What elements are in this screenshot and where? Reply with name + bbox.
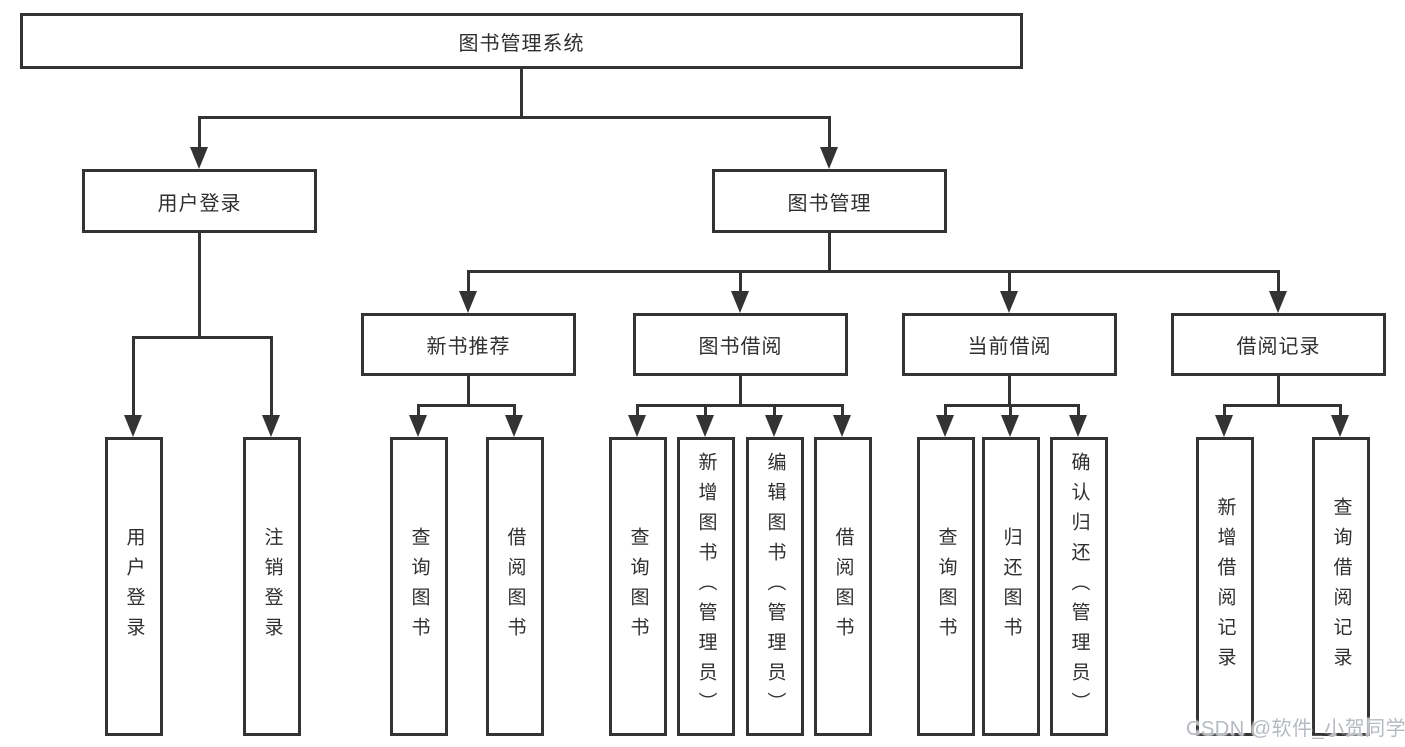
connector-user-login-bar xyxy=(132,336,273,339)
node-br-search: 查询借阅记录 xyxy=(1312,437,1370,736)
node-root-label: 图书管理系统 xyxy=(458,32,585,55)
arrow-to-cb-search xyxy=(936,404,954,437)
node-bb-edit: 编辑图书（管理员） xyxy=(746,437,804,736)
arrow-to-bb-search xyxy=(628,404,646,437)
connector-current-borrow-bar xyxy=(944,404,1080,407)
node-book-mgmt-label: 图书管理 xyxy=(787,192,872,215)
arrow-to-logout xyxy=(262,336,280,437)
node-cb-search: 查询图书 xyxy=(917,437,975,736)
connector-root-stem xyxy=(520,69,523,119)
node-logout-label: 注销登录 xyxy=(261,526,283,647)
node-login-label: 用户登录 xyxy=(123,526,145,647)
node-new-books-label: 新书推荐 xyxy=(426,336,511,358)
arrow-to-br-search xyxy=(1331,404,1349,437)
node-bb-edit-label: 编辑图书（管理员） xyxy=(764,451,786,722)
node-cb-return: 归还图书 xyxy=(982,437,1040,736)
csdn-watermark: CSDN @软件_小贺同学 xyxy=(1186,718,1405,740)
node-br-add: 新增借阅记录 xyxy=(1196,437,1254,736)
connector-book-mgmt-bar xyxy=(467,270,1280,273)
node-bb-add: 新增图书（管理员） xyxy=(677,437,735,736)
node-bb-borrow-label: 借阅图书 xyxy=(832,526,854,647)
node-bb-borrow: 借阅图书 xyxy=(814,437,872,736)
node-borrow-records: 借阅记录 xyxy=(1171,313,1386,376)
arrow-to-cb-return xyxy=(1001,404,1019,437)
node-nb-search: 查询图书 xyxy=(390,437,448,736)
arrow-to-new-books xyxy=(459,270,477,313)
connector-book-borrow-bar xyxy=(636,404,844,407)
node-book-mgmt: 图书管理 xyxy=(712,169,947,233)
connector-new-books-bar xyxy=(417,404,516,407)
node-br-search-label: 查询借阅记录 xyxy=(1330,496,1352,677)
arrow-to-current-borrow xyxy=(1000,270,1018,313)
connector-user-login-stem xyxy=(198,233,201,339)
arrow-to-cb-confirm xyxy=(1069,404,1087,437)
arrow-to-book-mgmt xyxy=(820,116,838,169)
node-book-borrow: 图书借阅 xyxy=(633,313,848,376)
node-nb-borrow: 借阅图书 xyxy=(486,437,544,736)
connector-book-mgmt-stem xyxy=(828,233,831,273)
node-logout: 注销登录 xyxy=(243,437,301,736)
connector-current-borrow-stem xyxy=(1008,376,1011,407)
arrow-to-bb-edit xyxy=(765,404,783,437)
arrow-to-user-login xyxy=(190,116,208,169)
node-current-borrow: 当前借阅 xyxy=(902,313,1117,376)
connector-new-books-stem xyxy=(467,376,470,407)
node-bb-add-label: 新增图书（管理员） xyxy=(695,451,717,722)
arrow-to-br-add xyxy=(1215,404,1233,437)
node-cb-confirm-label: 确认归还（管理员） xyxy=(1068,451,1090,722)
node-nb-search-label: 查询图书 xyxy=(408,526,430,647)
arrow-to-bb-borrow xyxy=(833,404,851,437)
node-cb-confirm: 确认归还（管理员） xyxy=(1050,437,1108,736)
connector-borrow-records-stem xyxy=(1277,376,1280,407)
arrow-to-nb-borrow xyxy=(505,404,523,437)
arrow-to-borrow-records xyxy=(1269,270,1287,313)
node-bb-search: 查询图书 xyxy=(609,437,667,736)
node-nb-borrow-label: 借阅图书 xyxy=(504,526,526,647)
node-user-login-label: 用户登录 xyxy=(157,192,242,215)
arrow-to-bb-add xyxy=(696,404,714,437)
node-cb-return-label: 归还图书 xyxy=(1000,526,1022,647)
connector-book-borrow-stem xyxy=(739,376,742,407)
arrow-to-login xyxy=(124,336,142,437)
node-br-add-label: 新增借阅记录 xyxy=(1214,496,1236,677)
arrow-to-nb-search xyxy=(409,404,427,437)
node-current-borrow-label: 当前借阅 xyxy=(967,336,1052,358)
node-bb-search-label: 查询图书 xyxy=(627,526,649,647)
node-borrow-records-label: 借阅记录 xyxy=(1236,336,1321,358)
node-cb-search-label: 查询图书 xyxy=(935,526,957,647)
connector-borrow-records-bar xyxy=(1223,404,1342,407)
node-new-books: 新书推荐 xyxy=(361,313,576,376)
arrow-to-book-borrow xyxy=(731,270,749,313)
connector-root-bar xyxy=(198,116,830,119)
node-book-borrow-label: 图书借阅 xyxy=(698,336,783,358)
node-user-login: 用户登录 xyxy=(82,169,317,233)
node-root: 图书管理系统 xyxy=(20,13,1023,69)
node-login: 用户登录 xyxy=(105,437,163,736)
